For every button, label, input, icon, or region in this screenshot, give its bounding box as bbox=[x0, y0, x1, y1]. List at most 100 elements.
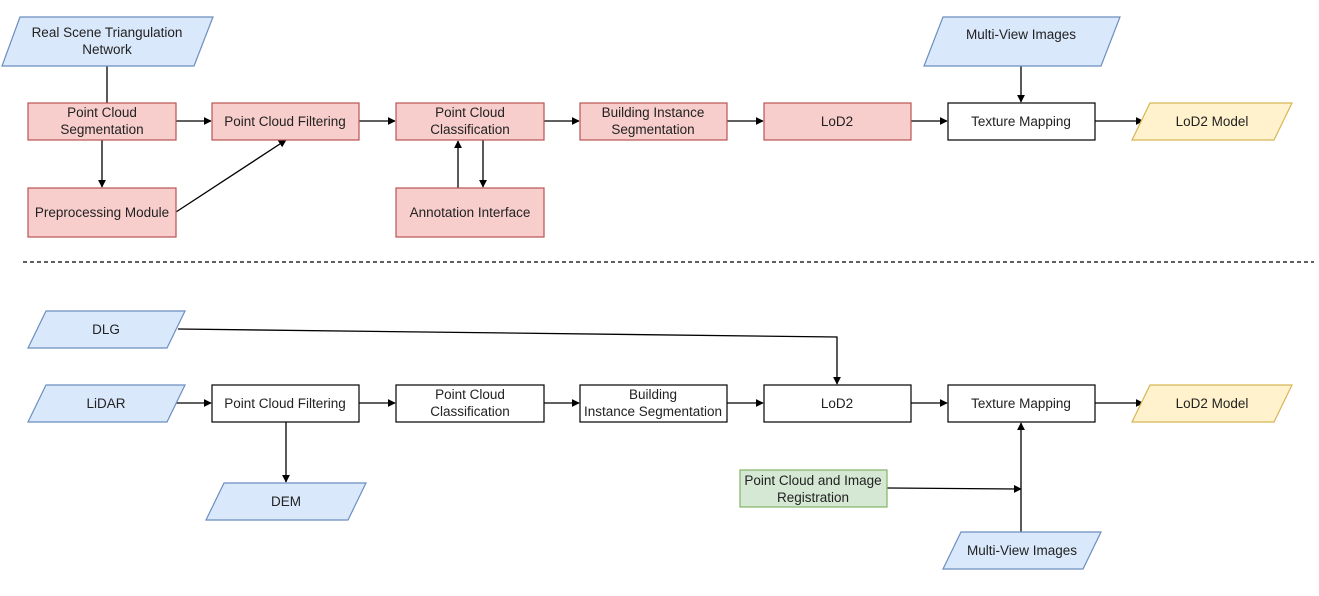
label-line: Real Scene Triangulation bbox=[32, 25, 183, 40]
label-line: LoD2 bbox=[821, 114, 853, 129]
box-shape bbox=[579, 384, 728, 423]
node-dlg[interactable]: DLG bbox=[27, 310, 186, 349]
label-line: LoD2 bbox=[821, 396, 853, 411]
box-shape bbox=[395, 102, 545, 141]
edge-preprocessing-to-filtering bbox=[175, 139, 287, 213]
node-label: LoD2 Model bbox=[1176, 396, 1249, 411]
label-line: Preprocessing Module bbox=[35, 205, 169, 220]
box-shape bbox=[395, 187, 545, 238]
node-multi-view-images-b[interactable]: Multi-View Images bbox=[942, 531, 1102, 570]
box-shape bbox=[739, 469, 888, 508]
node-label: Multi-View Images bbox=[967, 543, 1077, 558]
label-line: Point Cloud and Image bbox=[744, 473, 881, 488]
box-shape bbox=[395, 384, 545, 423]
node-preprocessing-module[interactable]: Preprocessing Module bbox=[27, 187, 177, 238]
node-lod2-model[interactable]: LoD2 Model bbox=[1131, 102, 1293, 141]
node-label: Preprocessing Module bbox=[35, 205, 169, 220]
label-line: Classification bbox=[430, 122, 510, 137]
node-label: Point Cloud Filtering bbox=[224, 396, 346, 411]
node-label: LiDAR bbox=[86, 396, 125, 411]
node-label: DLG bbox=[92, 322, 120, 337]
node-label: Point Cloud Filtering bbox=[224, 114, 346, 129]
parallelogram-shape bbox=[1, 16, 214, 67]
box-shape bbox=[211, 102, 360, 141]
label-line: Point Cloud Filtering bbox=[224, 114, 346, 129]
label-line: Point Cloud bbox=[435, 105, 505, 120]
box-shape bbox=[579, 102, 728, 141]
parallelogram-shape bbox=[27, 384, 186, 423]
node-lod2-b[interactable]: LoD2 bbox=[763, 384, 912, 423]
node-label: Texture Mapping bbox=[971, 114, 1071, 129]
label-line: Texture Mapping bbox=[971, 114, 1071, 129]
box-shape bbox=[27, 102, 177, 141]
node-label: Annotation Interface bbox=[410, 205, 531, 220]
label-line: LoD2 Model bbox=[1176, 114, 1249, 129]
node-point-cloud-filtering-b[interactable]: Point Cloud Filtering bbox=[211, 384, 360, 423]
node-label: DEM bbox=[271, 494, 301, 509]
node-annotation-interface[interactable]: Annotation Interface bbox=[395, 187, 545, 238]
label-line: Annotation Interface bbox=[410, 205, 531, 220]
label-line: Instance Segmentation bbox=[584, 404, 722, 419]
parallelogram-shape bbox=[1131, 384, 1293, 423]
box-shape bbox=[947, 384, 1096, 423]
label-line: Registration bbox=[777, 490, 849, 505]
label-line: Segmentation bbox=[60, 122, 143, 137]
label-line: Building Instance bbox=[602, 105, 705, 120]
node-dem[interactable]: DEM bbox=[205, 482, 367, 521]
node-label: Texture Mapping bbox=[971, 396, 1071, 411]
box-shape bbox=[27, 187, 177, 238]
edge-registration-to-mapping bbox=[886, 484, 1022, 493]
node-lidar[interactable]: LiDAR bbox=[27, 384, 186, 423]
node-lod2-model-b[interactable]: LoD2 Model bbox=[1131, 384, 1293, 423]
node-label: Multi-View Images bbox=[966, 27, 1076, 42]
label-line: Classification bbox=[430, 404, 510, 419]
node-label: LoD2 Model bbox=[1176, 114, 1249, 129]
label-line: Building bbox=[629, 387, 677, 402]
label-line: Multi-View Images bbox=[967, 543, 1077, 558]
edge-dlg-to-lod2 bbox=[177, 328, 841, 385]
node-texture-mapping[interactable]: Texture Mapping bbox=[947, 102, 1096, 141]
label-line: DLG bbox=[92, 322, 120, 337]
box-shape bbox=[763, 102, 912, 141]
label-line: Point Cloud Filtering bbox=[224, 396, 346, 411]
label-line: DEM bbox=[271, 494, 301, 509]
box-shape bbox=[763, 384, 912, 423]
node-point-cloud-filtering[interactable]: Point Cloud Filtering bbox=[211, 102, 360, 141]
node-label: LoD2 bbox=[821, 114, 853, 129]
node-multi-view-images[interactable]: Multi-View Images bbox=[923, 16, 1121, 67]
label-line: Segmentation bbox=[611, 122, 694, 137]
node-texture-mapping-b[interactable]: Texture Mapping bbox=[947, 384, 1096, 423]
label-line: Texture Mapping bbox=[971, 396, 1071, 411]
parallelogram-shape bbox=[1131, 102, 1293, 141]
parallelogram-shape bbox=[923, 16, 1121, 67]
box-shape bbox=[947, 102, 1096, 141]
node-lod2[interactable]: LoD2 bbox=[763, 102, 912, 141]
label-line: Point Cloud bbox=[435, 387, 505, 402]
label-line: Multi-View Images bbox=[966, 27, 1076, 42]
label-line: Point Cloud bbox=[67, 105, 137, 120]
label-line: LiDAR bbox=[86, 396, 125, 411]
parallelogram-shape bbox=[942, 531, 1102, 570]
edges bbox=[23, 66, 1314, 532]
parallelogram-shape bbox=[27, 310, 186, 349]
node-label: LoD2 bbox=[821, 396, 853, 411]
box-shape bbox=[211, 384, 360, 423]
label-line: LoD2 Model bbox=[1176, 396, 1249, 411]
label-line: Network bbox=[82, 42, 132, 57]
parallelogram-shape bbox=[205, 482, 367, 521]
